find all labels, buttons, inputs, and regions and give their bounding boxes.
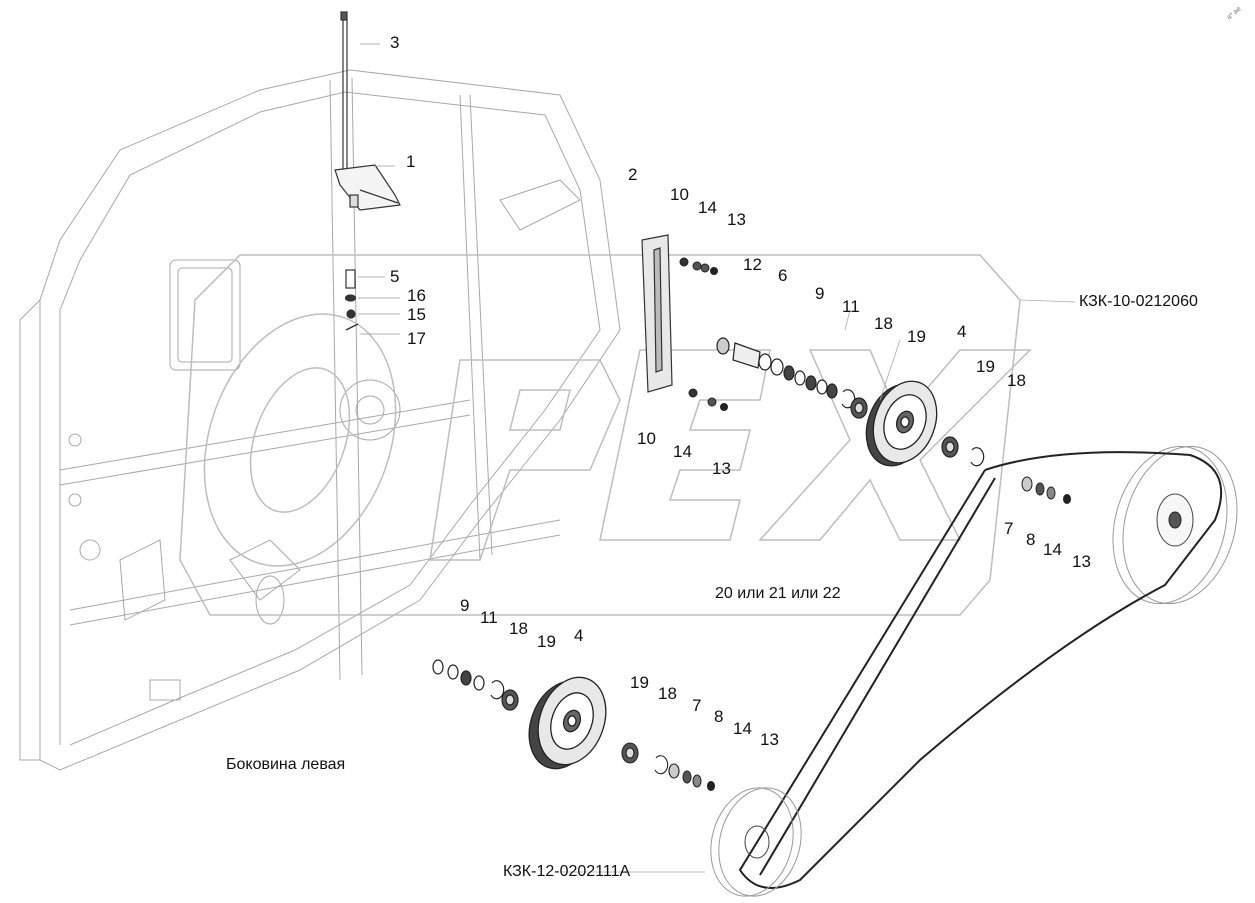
- part-label-1: 1: [406, 152, 416, 171]
- part-label-18: 18: [658, 684, 677, 703]
- lower-pulley: [528, 676, 607, 770]
- belt-options-caption: 20 или 21 или 22: [715, 585, 841, 602]
- part-label-2: 2: [628, 165, 638, 184]
- pin-and-washers: [344, 269, 400, 335]
- part-label-19: 19: [630, 673, 649, 692]
- tensioner-plate: [641, 234, 673, 393]
- lower-pulley-bearing: [621, 742, 716, 792]
- part-label-14: 14: [1043, 540, 1062, 559]
- right-fasteners: [1021, 476, 1071, 504]
- drive-belt: [738, 451, 1223, 889]
- part-label-19: 19: [976, 357, 995, 376]
- part-label-7: 7: [1004, 519, 1014, 538]
- part-label-10: 10: [637, 429, 656, 448]
- opex-watermark: [179, 254, 1032, 616]
- part-label-10: 10: [670, 185, 689, 204]
- part-label-13: 13: [727, 210, 746, 229]
- part-label-19: 19: [537, 632, 556, 651]
- part-label-17: 17: [407, 329, 426, 348]
- bottom-left-pulley: [710, 787, 802, 897]
- shaft-and-bracket: [334, 11, 401, 211]
- part-label-5: 5: [390, 267, 400, 286]
- part-label-9: 9: [815, 284, 825, 303]
- part-label-18: 18: [1007, 371, 1026, 390]
- part-label-6: 6: [778, 266, 788, 285]
- assembly-code-bottom: КЗК-12-0202111А: [503, 863, 631, 880]
- upper-pulley-bearing: [941, 436, 985, 467]
- part-label-18: 18: [509, 619, 528, 638]
- part-label-13: 13: [760, 730, 779, 749]
- assembly-code-top: КЗК-10-0212060: [1079, 293, 1198, 310]
- part-label-3: 3: [390, 33, 400, 52]
- part-label-16: 16: [407, 286, 426, 305]
- part-label-4: 4: [957, 322, 967, 341]
- part-label-18: 18: [874, 314, 893, 333]
- part-label-8: 8: [1026, 530, 1036, 549]
- part-label-7: 7: [692, 696, 702, 715]
- side-panel-frame: [19, 69, 621, 771]
- upper-fasteners: [679, 257, 728, 411]
- side-panel-caption: Боковина левая: [226, 756, 346, 773]
- part-label-12: 12: [743, 255, 762, 274]
- part-label-14: 14: [673, 442, 692, 461]
- lower-axle-stack: [432, 659, 519, 711]
- part-label-15: 15: [407, 305, 426, 324]
- large-right-pulley: [1112, 445, 1238, 605]
- part-label-14: 14: [733, 719, 752, 738]
- leader-lines: [560, 299, 1076, 873]
- part-label-11: 11: [842, 297, 860, 316]
- upper-pulley: [865, 380, 938, 467]
- part-label-8: 8: [714, 707, 724, 726]
- upper-axle-stack: [716, 337, 868, 419]
- part-label-9: 9: [460, 596, 470, 615]
- part-label-11: 11: [480, 608, 498, 627]
- part-label-14: 14: [698, 198, 717, 217]
- part-label-19: 19: [907, 327, 926, 346]
- part-label-4: 4: [574, 626, 584, 645]
- part-label-13: 13: [712, 459, 731, 478]
- part-label-13: 13: [1072, 552, 1091, 571]
